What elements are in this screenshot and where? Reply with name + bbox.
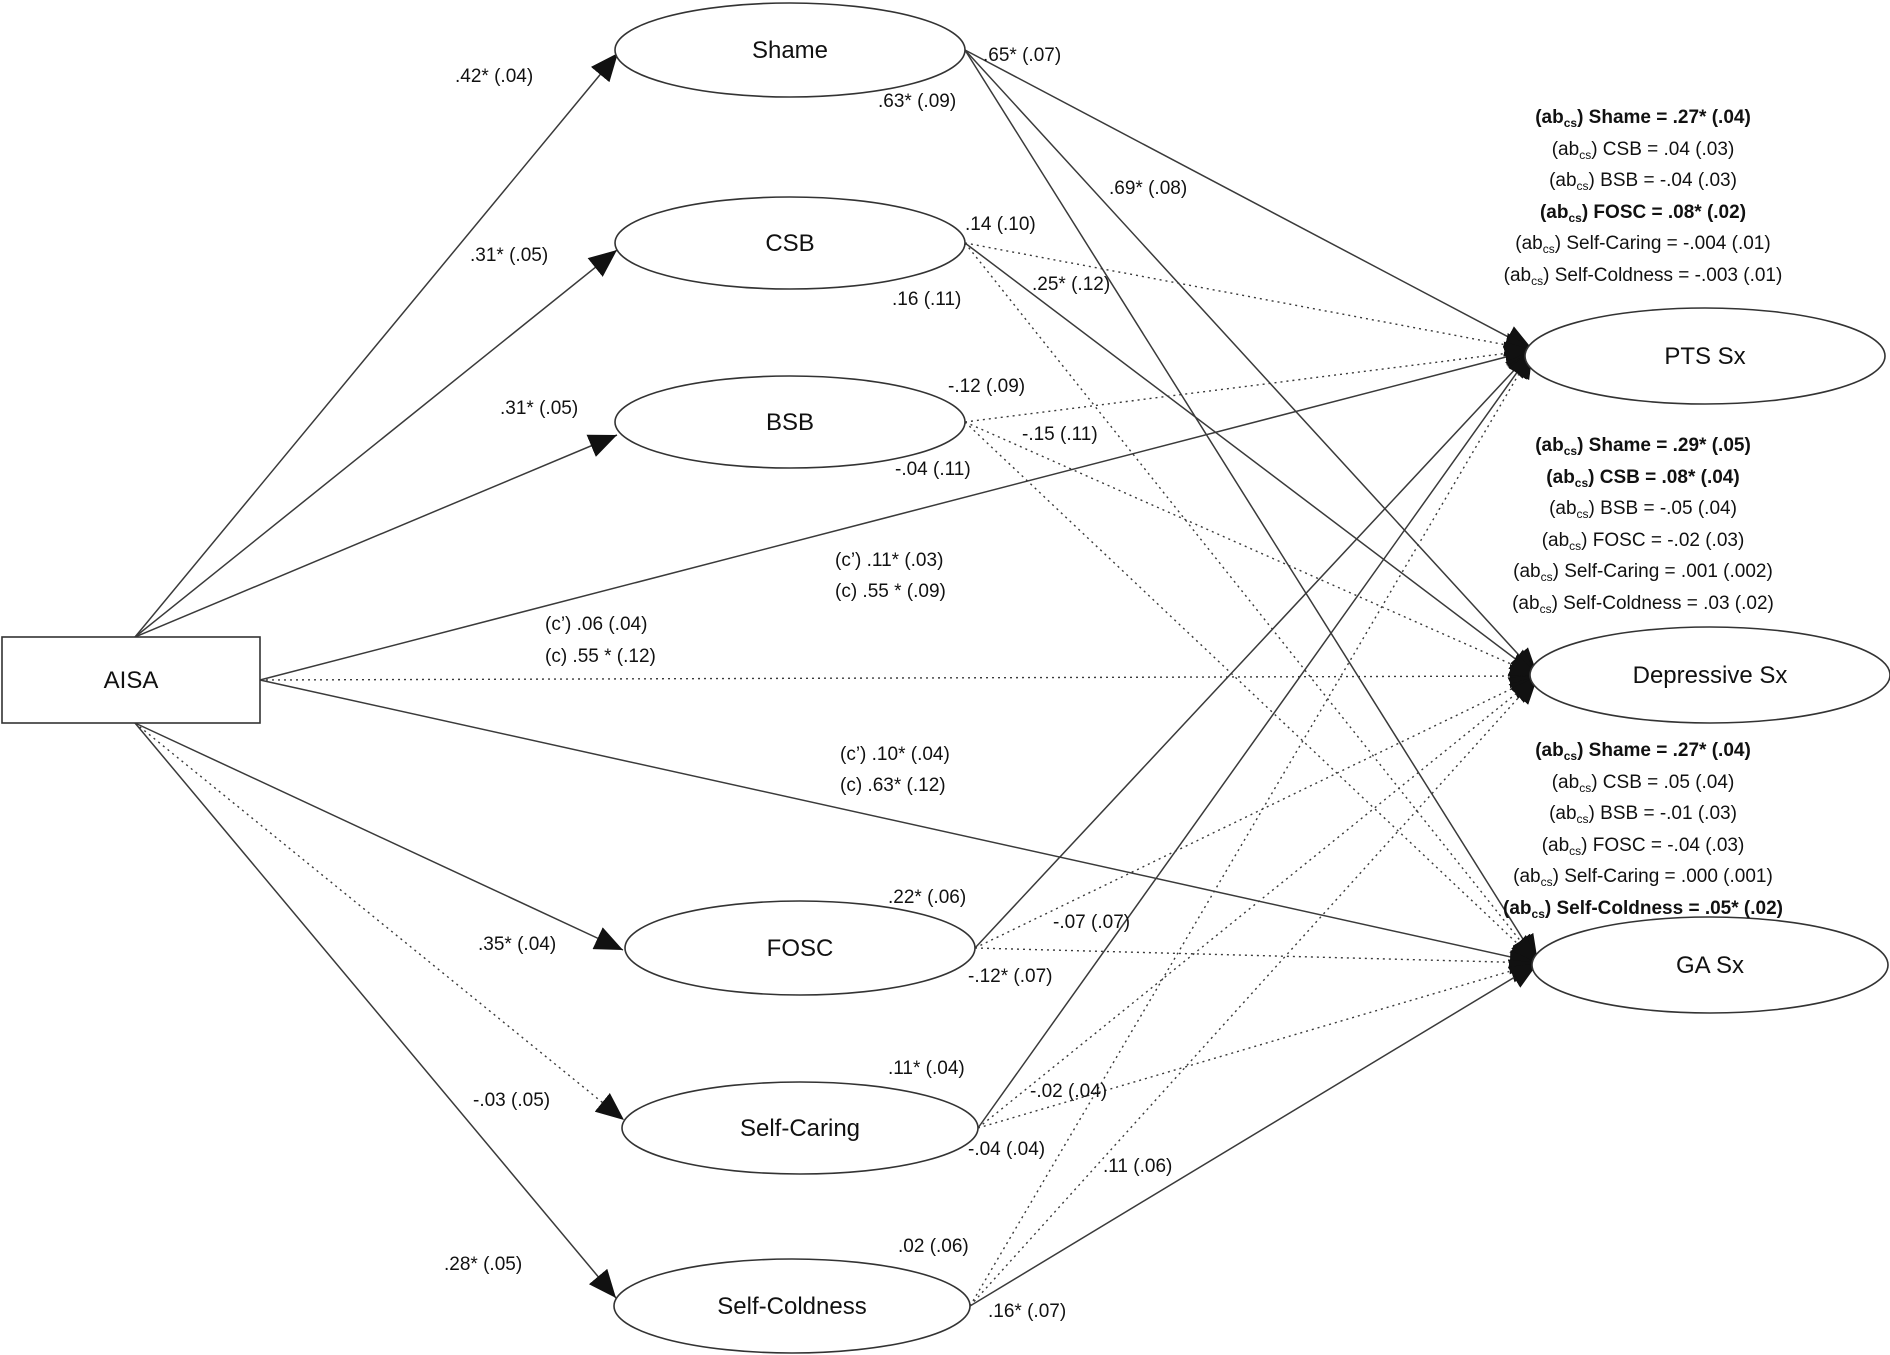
coef-shame-dep: .63* (.09)	[878, 91, 956, 112]
coef-csb-pts: .14 (.10)	[965, 214, 1036, 235]
node-label-ga: GA Sx	[1676, 952, 1744, 979]
path-bsb-to-dep	[964, 421, 1539, 677]
path-aisa-to-self_coldness	[134, 722, 617, 1299]
coef-aisa-pts-total: (c) .55 * (.09)	[835, 581, 946, 602]
path-shame-to-ga	[964, 49, 1539, 964]
coef-aisa-csb: .31* (.05)	[470, 245, 548, 266]
effect-line: (abcs) Self-Caring = -.004 (.01)	[1515, 233, 1771, 256]
path-aisa-to-bsb	[134, 434, 618, 638]
effect-line: (abcs) BSB = -.04 (.03)	[1549, 170, 1737, 193]
effect-line: (abcs) Self-Caring = .001 (.002)	[1513, 561, 1773, 584]
node-aisa: AISA	[1, 636, 261, 724]
effect-line: (abcs) CSB = .04 (.03)	[1551, 138, 1735, 162]
path-shame-to-pts	[964, 49, 1534, 351]
effect-line: (abcs) BSB = -.05 (.04)	[1549, 498, 1737, 521]
coef-aisa-fosc: .35* (.04)	[478, 934, 556, 955]
node-fosc: FOSC	[624, 900, 976, 996]
node-label-fosc: FOSC	[767, 935, 834, 962]
effect-line: (abcs) Shame = .27* (.04)	[1535, 740, 1751, 763]
node-csb: CSB	[614, 196, 966, 290]
coef-fosc-ga: -.12* (.07)	[968, 966, 1052, 987]
path-aisa-to-ga	[259, 679, 1539, 969]
effect-line: (abcs) Self-Coldness = .03 (.02)	[1512, 592, 1774, 616]
coef-csb-dep: .25* (.12)	[1032, 274, 1110, 295]
coef-self-caring-pts: .11* (.04)	[888, 1058, 965, 1079]
node-label-csb: CSB	[765, 230, 814, 257]
effect-line: (abcs) Shame = .27* (.04)	[1535, 107, 1751, 130]
coef-bsb-ga: -.04 (.11)	[895, 459, 971, 480]
coef-self-coldness-ga: .16* (.07)	[988, 1301, 1066, 1322]
coefficient-labels: .42* (.04) .31* (.05) .31* (.05) .35* (.…	[444, 45, 1187, 1322]
coef-self-caring-dep: -.02 (.04)	[1030, 1081, 1107, 1102]
effect-line: (abcs) Self-Coldness = .05* (.02)	[1503, 897, 1783, 921]
path-arrows	[134, 49, 1539, 1307]
node-shame: Shame	[614, 2, 966, 98]
effect-line: (abcs) FOSC = -.02 (.03)	[1541, 529, 1745, 553]
indirect-effects-pts: (abcs) Shame = .27* (.04) (abcs) CSB = .…	[1413, 105, 1873, 294]
coef-aisa-dep-direct: (c’) .06 (.04)	[545, 614, 647, 635]
effect-line: (abcs) Self-Coldness = -.003 (.01)	[1503, 264, 1783, 288]
coef-bsb-pts: -.12 (.09)	[948, 376, 1025, 397]
node-label-aisa: AISA	[104, 667, 159, 694]
node-self-coldness: Self-Coldness	[613, 1258, 971, 1354]
path-self_caring-to-pts	[977, 349, 1534, 1129]
node-label-self-caring: Self-Caring	[740, 1115, 860, 1142]
path-csb-to-pts	[964, 242, 1534, 357]
effect-line: (abcs) FOSC = -.04 (.03)	[1541, 834, 1745, 858]
indirect-effects-dep: (abcs) Shame = .29* (.05) (abcs) CSB = .…	[1413, 433, 1873, 622]
coef-csb-ga: .16 (.11)	[892, 289, 961, 310]
path-self_caring-to-ga	[977, 959, 1539, 1129]
coef-aisa-self-coldness: .28* (.05)	[444, 1254, 522, 1275]
node-dep: Depressive Sx	[1529, 626, 1890, 724]
effect-line: (abcs) BSB = -.01 (.03)	[1549, 803, 1737, 826]
path-fosc-to-pts	[974, 349, 1534, 949]
node-ga: GA Sx	[1531, 916, 1889, 1014]
node-bsb: BSB	[614, 375, 966, 469]
node-label-self-coldness: Self-Coldness	[717, 1293, 866, 1320]
node-pts: PTS Sx	[1524, 307, 1886, 405]
path-aisa-to-fosc	[134, 722, 624, 951]
path-shame-to-dep	[964, 49, 1539, 677]
coef-aisa-ga-direct: (c’) .10* (.04)	[840, 744, 950, 765]
coef-fosc-pts: .22* (.06)	[888, 887, 966, 908]
coef-aisa-dep-total: (c) .55 * (.12)	[545, 646, 656, 667]
path-fosc-to-ga	[974, 947, 1539, 975]
coef-fosc-dep: -.07 (.07)	[1053, 912, 1130, 933]
coef-bsb-dep: -.15 (.11)	[1022, 424, 1098, 445]
effect-line: (abcs) Self-Caring = .000 (.001)	[1513, 866, 1773, 889]
path-aisa-to-pts	[259, 345, 1534, 681]
coef-aisa-shame: .42* (.04)	[455, 66, 533, 87]
coef-shame-ga: .69* (.08)	[1109, 178, 1187, 199]
coef-aisa-pts-direct: (c’) .11* (.03)	[835, 550, 943, 571]
path-fosc-to-dep	[974, 675, 1539, 949]
path-aisa-to-self_caring	[134, 722, 625, 1121]
coef-shame-pts: .65* (.07)	[983, 45, 1061, 66]
node-label-pts: PTS Sx	[1664, 343, 1745, 370]
path-csb-to-dep	[964, 242, 1539, 677]
path-aisa-to-dep	[259, 664, 1539, 689]
coef-aisa-bsb: .31* (.05)	[500, 398, 578, 419]
coef-aisa-ga-total: (c) .63* (.12)	[840, 775, 946, 796]
effect-line: (abcs) CSB = .05 (.04)	[1551, 771, 1735, 795]
indirect-effects-ga: (abcs) Shame = .27* (.04) (abcs) CSB = .…	[1413, 738, 1873, 927]
path-aisa-to-csb	[134, 249, 618, 638]
path-aisa-to-shame	[134, 52, 619, 638]
coef-self-coldness-dep: .11 (.06)	[1103, 1156, 1172, 1177]
coef-self-caring-ga: -.04 (.04)	[968, 1139, 1045, 1160]
path-self_coldness-to-ga	[969, 962, 1539, 1307]
coef-aisa-self-caring: -.03 (.05)	[473, 1090, 550, 1111]
path-self_coldness-to-pts	[969, 349, 1534, 1307]
effect-line: (abcs) Shame = .29* (.05)	[1535, 435, 1751, 458]
node-label-shame: Shame	[752, 37, 828, 64]
coef-self-coldness-pts: .02 (.06)	[898, 1236, 969, 1257]
node-label-dep: Depressive Sx	[1633, 662, 1788, 689]
node-self-caring: Self-Caring	[621, 1081, 979, 1175]
effect-line: (abcs) FOSC = .08* (.02)	[1539, 201, 1747, 225]
effect-line: (abcs) CSB = .08* (.04)	[1546, 466, 1740, 490]
node-label-bsb: BSB	[766, 409, 814, 436]
